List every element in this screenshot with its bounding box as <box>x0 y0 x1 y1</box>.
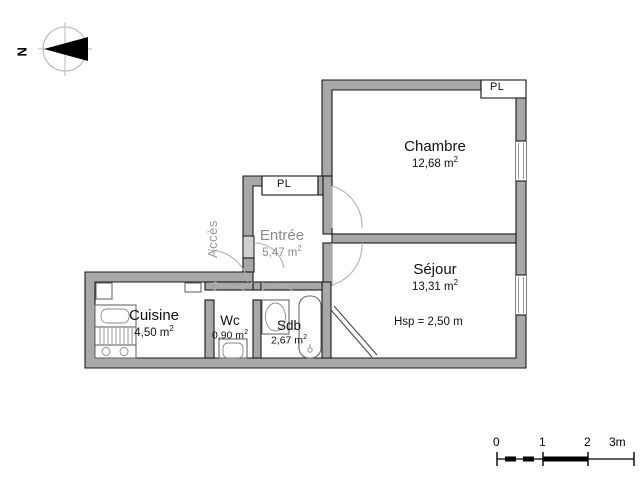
ceiling-height-note: Hsp = 2,50 m <box>394 316 463 328</box>
sejour-slope-line <box>330 305 378 358</box>
room-name-sdb: Sdb <box>276 318 302 333</box>
room-name-cuisine: Cuisine <box>128 307 180 324</box>
room-area-entree: 5,47 m2 <box>262 243 302 259</box>
door-cuisine <box>207 249 254 288</box>
compass-north-label: N <box>14 47 30 57</box>
room-name-entree: Entrée <box>259 227 305 244</box>
closet-pl-chambre-label: PL <box>490 81 505 93</box>
door-sejour <box>331 242 363 286</box>
room-area-sejour: 13,31 m2 <box>412 277 458 293</box>
door-chambre <box>331 185 363 229</box>
scale-tick-3: 3m <box>609 435 626 449</box>
room-area-chambre: 12,68 m2 <box>412 154 458 170</box>
scale-bar <box>496 452 635 466</box>
wc-fixtures <box>218 338 248 359</box>
room-label-entree: Entrée 5,47 m2 <box>212 227 352 260</box>
kitchen-fixtures <box>94 282 202 359</box>
partition-chambre-sejour <box>331 233 517 244</box>
window-sejour <box>516 274 526 316</box>
door-entree-secondary <box>253 242 285 269</box>
room-label-sdb: Sdb 2,67 m2 <box>248 318 330 347</box>
sdb-fixtures <box>261 295 322 359</box>
door-wc <box>213 282 245 291</box>
compass-rose-icon <box>38 22 92 76</box>
door-sdb <box>261 282 293 291</box>
scale-tick-1: 1 <box>539 435 546 449</box>
room-area-wc: 0,90 m2 <box>211 328 249 342</box>
room-label-wc: Wc 0,90 m2 <box>193 313 267 342</box>
closet-pl-chambre <box>480 79 527 99</box>
partition-sdb-sejour <box>321 281 332 359</box>
room-name-wc: Wc <box>220 313 240 328</box>
entry-door-recess <box>242 235 255 273</box>
room-area-sdb: 2,67 m2 <box>270 333 308 347</box>
room-label-sejour: Séjour 13,31 m2 <box>365 261 505 294</box>
room-area-cuisine: 4,50 m2 <box>134 323 174 339</box>
room-name-chambre: Chambre <box>404 138 466 155</box>
room-label-cuisine: Cuisine 4,50 m2 <box>96 307 212 340</box>
scale-tick-2: 2 <box>584 435 591 449</box>
window-chambre <box>516 140 526 182</box>
closet-pl-entree-label: PL <box>277 178 292 190</box>
room-label-chambre: Chambre 12,68 m2 <box>365 138 505 171</box>
room-name-sejour: Séjour <box>413 261 457 278</box>
closet-pl-entree <box>261 175 324 196</box>
scale-tick-0: 0 <box>493 435 500 449</box>
